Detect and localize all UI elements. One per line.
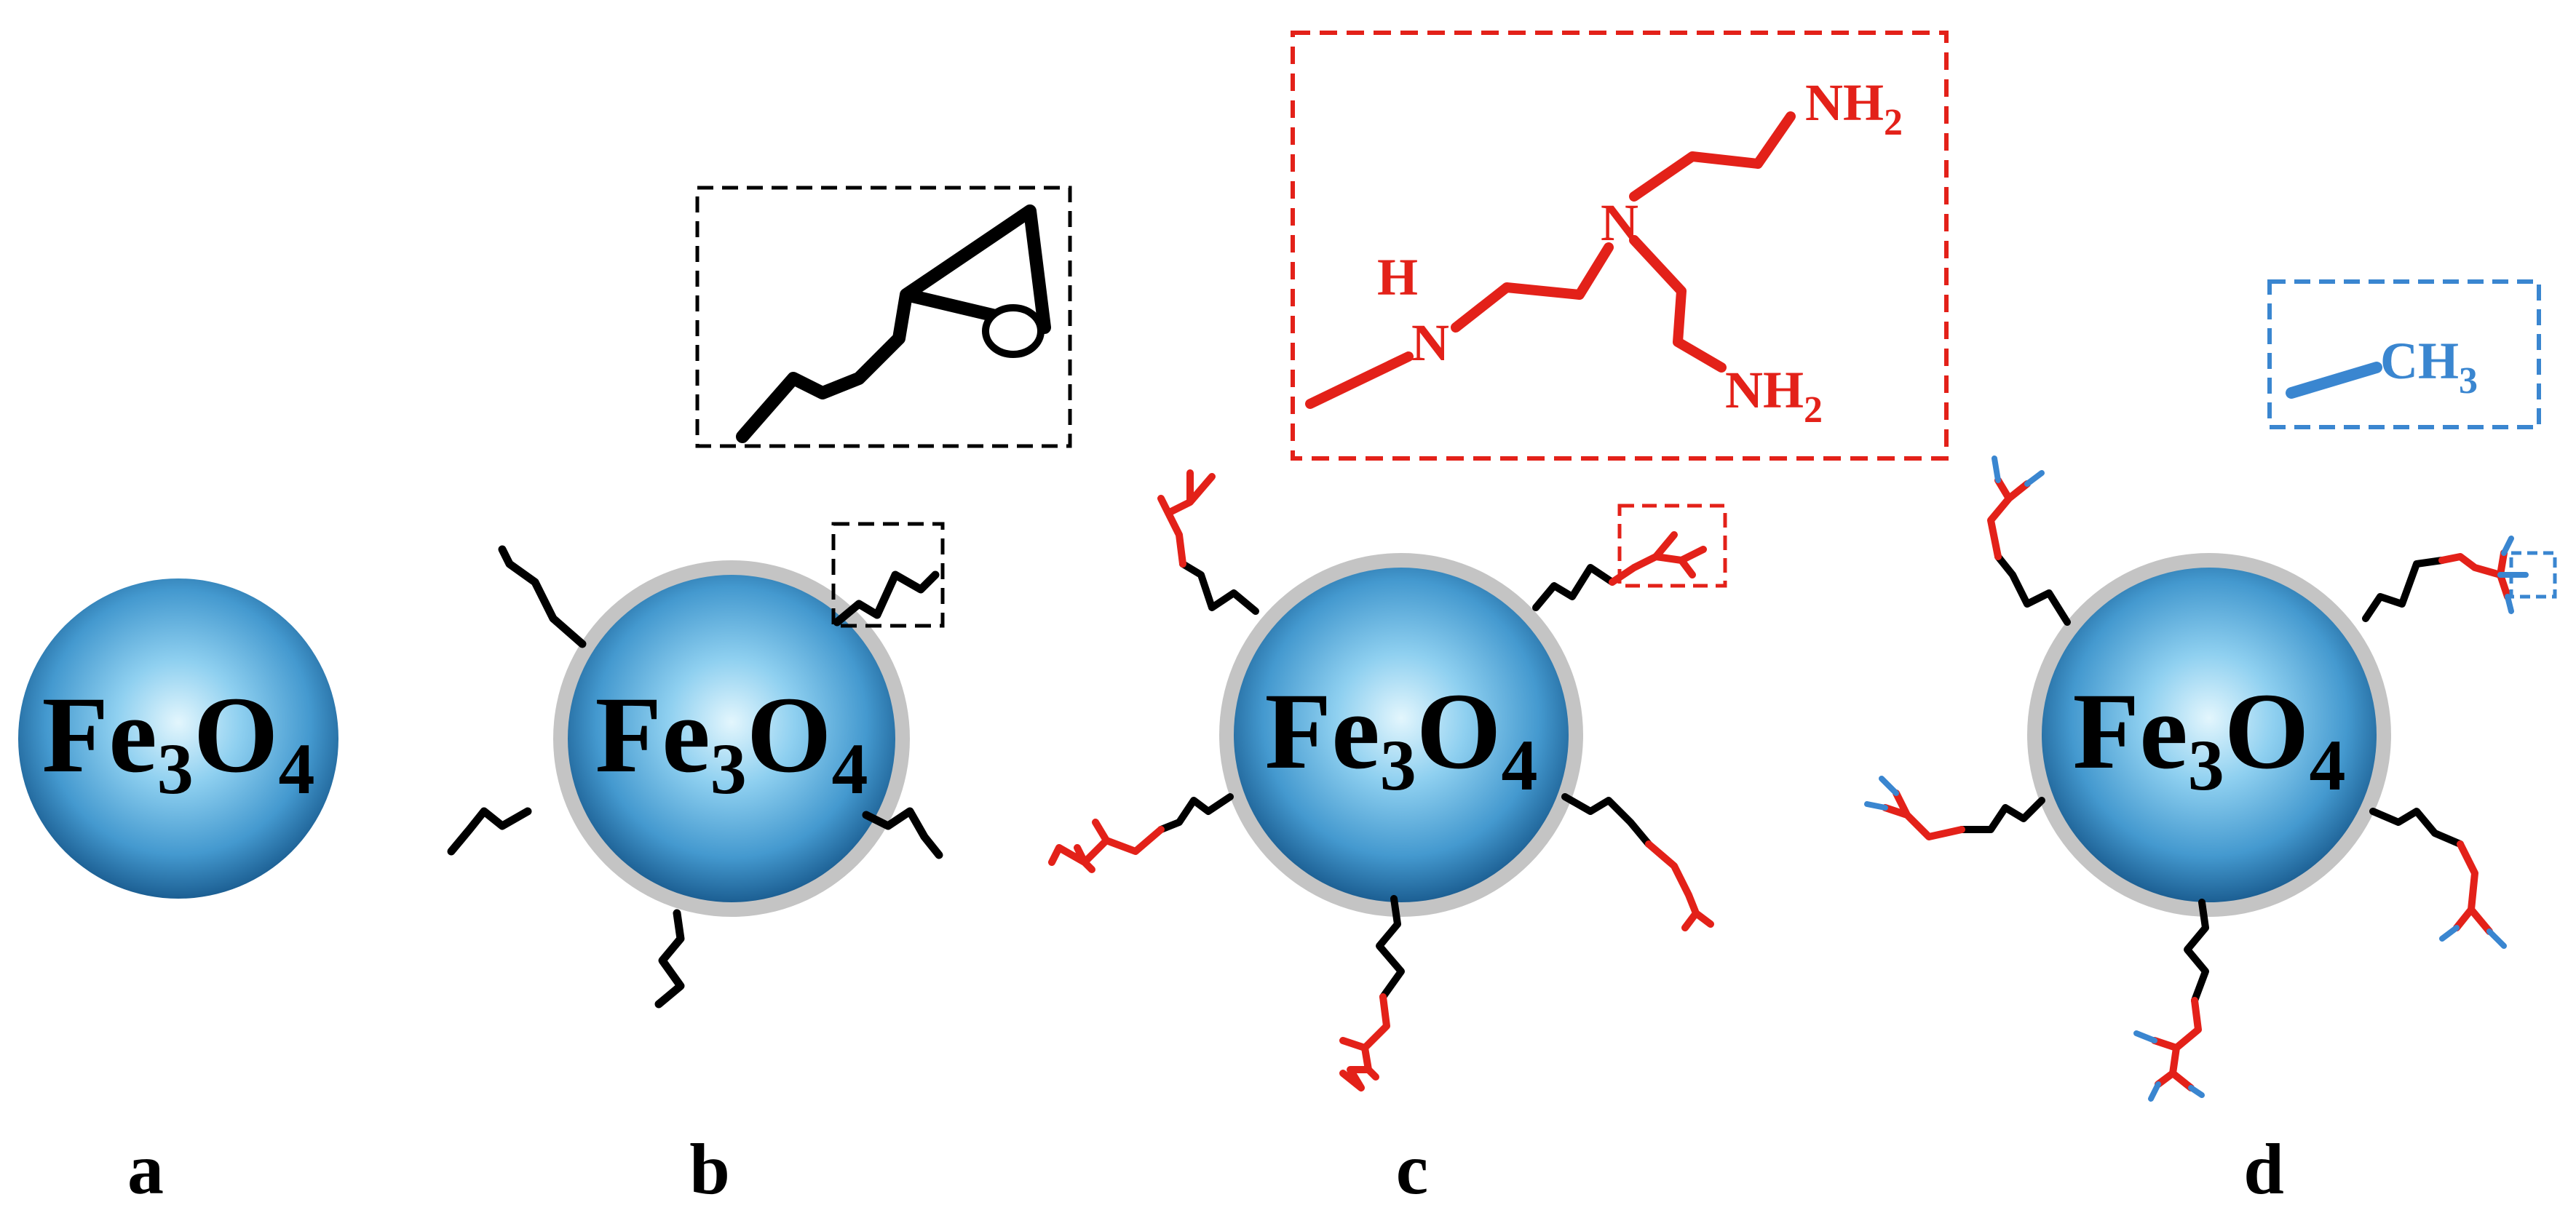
core-label: Fe3O4	[595, 675, 868, 809]
core-label: Fe3O4	[1265, 671, 1538, 806]
glycidyl-structure	[736, 204, 1051, 443]
methyl-label: CH3	[2380, 332, 2478, 402]
panel-label-b: b	[689, 1129, 730, 1209]
amine-chains	[1882, 477, 2511, 1091]
methyl-bond	[2286, 362, 2382, 399]
silane-chains	[1958, 553, 2464, 1004]
glycidyl-highlight-box	[831, 522, 945, 628]
particle-a: Fe3O4	[18, 578, 338, 899]
amine-inset: H N N NH2 NH2	[1291, 31, 1949, 461]
amine-chains	[1048, 469, 1714, 1091]
fe3o4-core	[568, 575, 895, 902]
glycidyl-inset-box	[695, 186, 1072, 448]
fe3o4-core	[18, 578, 338, 899]
methyl-inset-box	[2267, 279, 2541, 429]
amine-nh2-bottom-label: NH2	[1725, 361, 1823, 431]
amine-structure	[1305, 111, 1796, 409]
core-label: Fe3O4	[42, 675, 315, 809]
core-label: Fe3O4	[2073, 671, 2346, 806]
amine-n1-label: N	[1411, 314, 1449, 372]
methyl-inset: CH3	[2267, 279, 2541, 429]
methyl-caps	[1864, 456, 2529, 1102]
particle-c: Fe3O4	[1048, 469, 1727, 1091]
amine-n2-label: N	[1601, 194, 1638, 252]
amine-inset-box	[1291, 31, 1949, 461]
panel-label-c: c	[1396, 1129, 1428, 1209]
amine-highlight-box	[1617, 504, 1727, 588]
fe3o4-core	[2042, 568, 2377, 902]
particle-b: Fe3O4	[447, 522, 945, 1009]
glycidyl-inset	[695, 186, 1072, 448]
panel-label-d: d	[2243, 1129, 2284, 1209]
particle-d: Fe3O4	[1864, 456, 2557, 1102]
panel-label-a: a	[127, 1129, 164, 1209]
epoxide-oxygen	[982, 304, 1045, 358]
silane-chains	[1157, 560, 1652, 1001]
fe3o4-core	[1234, 568, 1569, 902]
amine-h-label: H	[1377, 248, 1418, 306]
methyl-highlight-box	[2509, 551, 2557, 599]
amine-nh2-top-label: NH2	[1805, 73, 1903, 143]
silane-chains	[447, 545, 943, 1009]
